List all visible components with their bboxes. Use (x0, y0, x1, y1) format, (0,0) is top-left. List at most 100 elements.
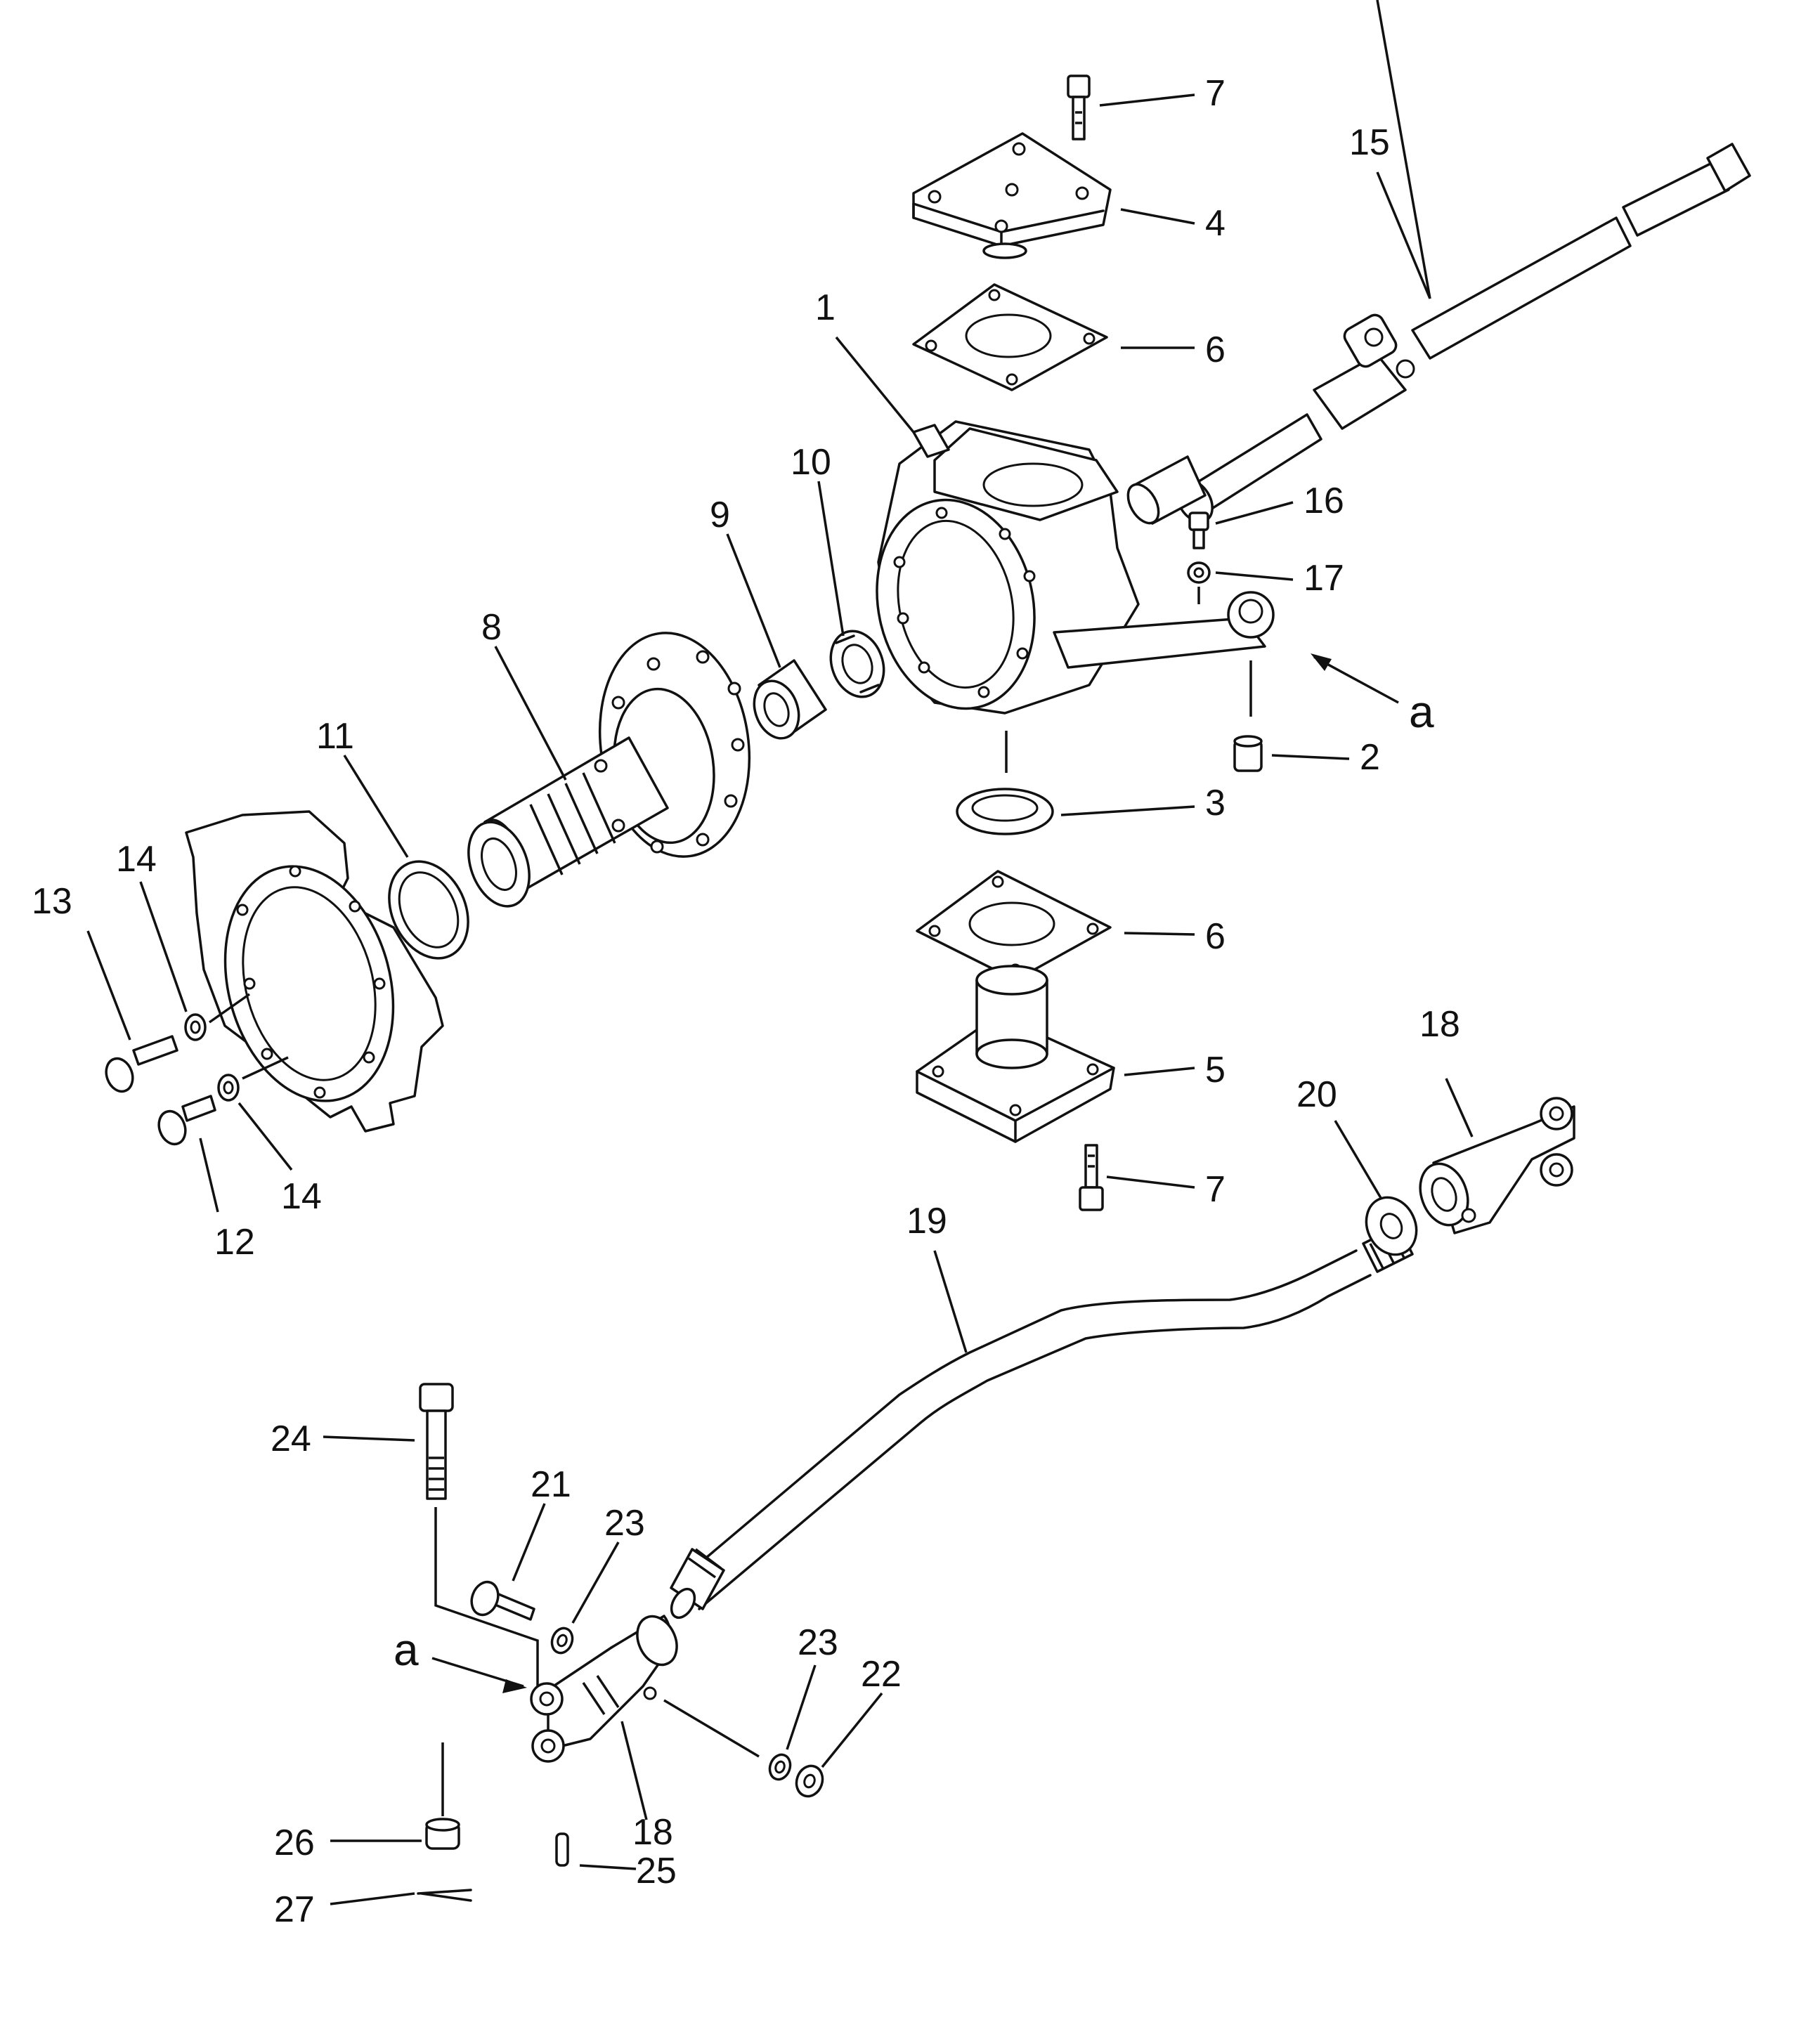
washer-14-upper (184, 1013, 207, 1041)
gasket-6-bottom (916, 870, 1112, 982)
callout-3: 3 (1205, 783, 1226, 823)
leader-24 (323, 1435, 415, 1442)
leader-7-bottom (1106, 1175, 1195, 1189)
callout-15: 15 (1349, 122, 1390, 163)
leader-10 (817, 481, 845, 637)
leader-18-right (1445, 1078, 1474, 1138)
leader-11 (343, 755, 409, 858)
leader-22 (821, 1692, 883, 1768)
callout-14-upper: 14 (116, 839, 157, 880)
leader-19 (933, 1250, 968, 1353)
leader-25 (579, 1864, 637, 1870)
bushing-2 (1233, 735, 1263, 772)
washer-23-left (550, 1627, 574, 1655)
nut-26 (425, 1818, 460, 1850)
tie-rod-19 (670, 1225, 1414, 1619)
callout-7-bottom: 7 (1205, 1169, 1226, 1210)
view-label-a-bottom: a (394, 1624, 419, 1675)
callout-27: 27 (274, 1889, 315, 1930)
bolt-21 (470, 1580, 535, 1621)
ring-11 (388, 860, 469, 960)
leader-pin-axis (663, 1699, 760, 1758)
shaft-15-spline-end (1126, 455, 1207, 525)
leader-23-right (786, 1664, 817, 1750)
leader-18-left (620, 1721, 648, 1820)
callout-10: 10 (791, 442, 831, 483)
callout-18-right: 18 (1419, 1004, 1460, 1045)
washer-17 (1187, 561, 1211, 584)
callout-21: 21 (531, 1464, 571, 1505)
leader-9 (726, 533, 781, 668)
leader-4 (1120, 208, 1195, 225)
callout-23-right: 23 (798, 1622, 838, 1663)
callout-19: 19 (906, 1201, 947, 1241)
leader-16 (1215, 501, 1294, 525)
callout-4: 4 (1205, 203, 1226, 244)
gasket-6-top (912, 283, 1108, 391)
callout-14-lower: 14 (281, 1176, 322, 1217)
leader-20 (1334, 1120, 1382, 1199)
callout-25: 25 (636, 1851, 677, 1891)
leader-15 (1376, 0, 1431, 299)
view-label-a-top: a (1409, 686, 1434, 737)
callout-17: 17 (1304, 558, 1344, 599)
knuckle-housing-1 (876, 420, 1275, 715)
callout-11: 11 (316, 716, 354, 757)
callout-8: 8 (481, 607, 502, 648)
leader-8 (494, 646, 567, 781)
leader-17 (1215, 571, 1294, 581)
seal-3 (956, 788, 1054, 835)
leader-7-top (1099, 93, 1195, 107)
washer-14-lower (217, 1074, 240, 1102)
spindle-8 (467, 632, 751, 908)
bolt-7-bottom (1079, 1144, 1104, 1211)
bolt-24 (419, 1383, 454, 1500)
callout-12: 12 (214, 1222, 255, 1263)
clevis-18-right (1419, 1097, 1575, 1234)
callout-2: 2 (1360, 737, 1380, 778)
backing-plate (185, 810, 444, 1133)
callout-24: 24 (271, 1419, 311, 1459)
callout-18-left: 18 (632, 1812, 673, 1853)
cotter-pin-27 (417, 1889, 472, 1902)
callout-6-top: 6 (1205, 330, 1226, 370)
leader-27 (330, 1892, 415, 1905)
callout-20: 20 (1296, 1074, 1337, 1115)
bolt-16 (1188, 511, 1209, 549)
sleeve-9 (753, 659, 827, 740)
callout-22: 22 (861, 1654, 902, 1695)
leader-5 (1124, 1067, 1195, 1076)
callout-5: 5 (1205, 1050, 1226, 1090)
steering-shaft-15 (1176, 143, 1751, 523)
callout-26: 26 (274, 1823, 315, 1863)
callout-7-top: 7 (1205, 73, 1226, 114)
leader-24-path (434, 1507, 539, 1686)
view-arrow-a-top (1311, 653, 1399, 704)
bearing-10 (829, 630, 885, 698)
clevis-18-left (530, 1615, 678, 1763)
leader-15b (1376, 171, 1431, 299)
leader-23-left (571, 1542, 620, 1624)
callout-13: 13 (32, 881, 72, 922)
callout-16: 16 (1304, 481, 1344, 521)
bolt-12 (157, 1095, 216, 1146)
leader-1 (835, 336, 915, 434)
nut-22 (795, 1764, 824, 1798)
leader-12 (199, 1138, 219, 1213)
washer-23-right (768, 1753, 792, 1781)
bolt-13 (105, 1035, 178, 1093)
leader-14-lower-axis (242, 1056, 289, 1080)
cover-5 (916, 965, 1115, 1143)
leader-2 (1271, 754, 1350, 760)
leader-13 (86, 930, 131, 1041)
leader-14-lower (238, 1102, 293, 1171)
washer-20 (1365, 1196, 1418, 1256)
cover-plate-4 (912, 132, 1112, 259)
pin-25 (555, 1832, 569, 1867)
leader-3 (1060, 805, 1195, 816)
callout-23-left: 23 (604, 1503, 645, 1544)
bolt-7-top (1067, 74, 1091, 141)
callout-6-bottom: 6 (1205, 916, 1226, 957)
callout-1: 1 (815, 287, 836, 328)
